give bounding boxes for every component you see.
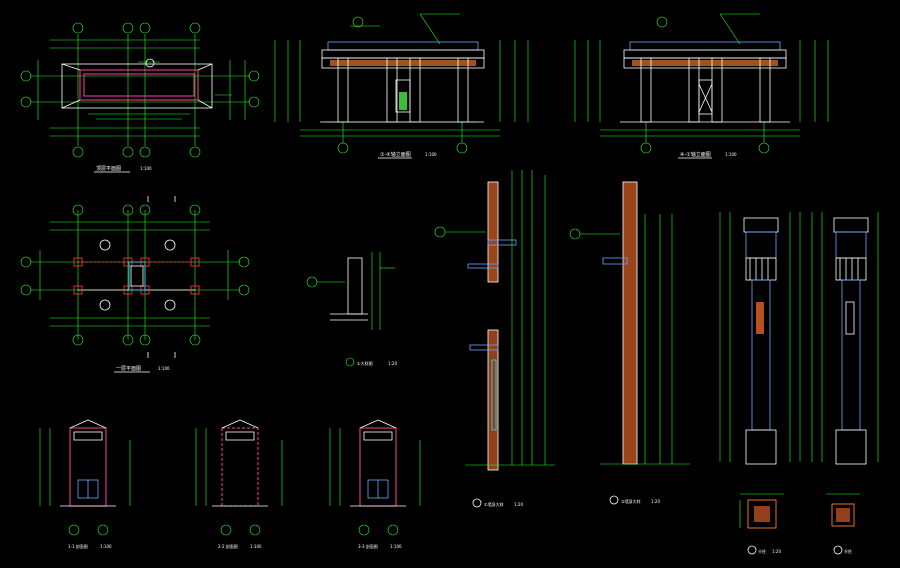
column-details-view: Ⓐ柱 Ⓑ柱 1:20 (719, 212, 879, 555)
section-3-view: 3-3 剖面图 1:100 (329, 419, 421, 549)
column-right-title: Ⓑ柱 (844, 548, 852, 554)
section-2-title: 2-2 剖面图 (218, 543, 238, 549)
ground-plan-view: 一层平面图 1:100 (20, 196, 250, 373)
top-plan-title: 顶层平面图 (96, 166, 121, 172)
section-3-title: 3-3 剖面图 (358, 543, 378, 549)
wall-section-2-view: ②墙身大样 1:20 (569, 181, 690, 505)
section-1-title: 1-1 剖面图 (68, 543, 88, 549)
small-detail-scale: 1:20 (388, 361, 397, 366)
section-2-scale: 1:100 (250, 544, 262, 549)
wall-section-1-scale: 1:20 (514, 502, 523, 507)
section-2-view: 2-2 剖面图 1:100 (195, 419, 283, 549)
small-detail-view: ①大样图 1:20 (306, 252, 397, 367)
front-elevation-view: ①-④轴立面图 1:100 (274, 13, 529, 159)
top-plan-view: 顶层平面图 1:100 (20, 22, 260, 173)
section-3-scale: 1:100 (390, 544, 402, 549)
wall-section-2-scale: 1:20 (651, 499, 660, 504)
back-elevation-scale: 1:100 (725, 152, 737, 157)
section-1-view: 1-1 剖面图 1:100 (39, 419, 131, 549)
front-elevation-title: ①-④轴立面图 (380, 151, 411, 158)
wall-section-1-title: ①墙身大样 (484, 501, 504, 507)
wall-section-2-title: ②墙身大样 (621, 498, 641, 504)
back-elevation-title: ④-①轴立面图 (680, 151, 711, 158)
front-elevation-scale: 1:100 (425, 152, 437, 157)
ground-plan-scale: 1:100 (158, 366, 170, 371)
column-scale: 1:20 (772, 549, 781, 554)
wall-section-1-view: ①墙身大样 1:20 (434, 170, 555, 508)
column-left-title: Ⓐ柱 (758, 548, 766, 554)
top-plan-scale: 1:100 (140, 166, 152, 171)
small-detail-title: ①大样图 (357, 360, 373, 366)
back-elevation-view: ④-①轴立面图 1:100 (574, 13, 829, 159)
section-1-scale: 1:100 (100, 544, 112, 549)
ground-plan-title: 一层平面图 (116, 366, 141, 372)
